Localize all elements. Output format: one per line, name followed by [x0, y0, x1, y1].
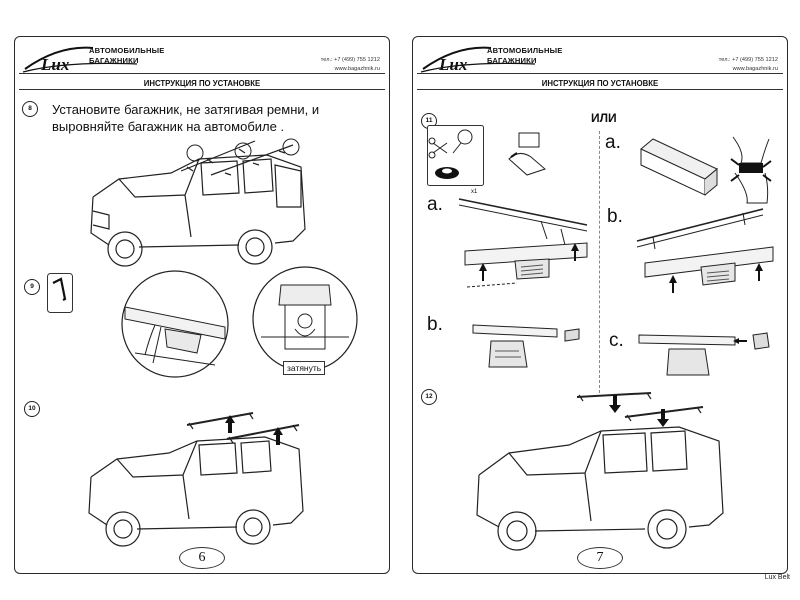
hex-key-icon: [47, 273, 73, 313]
brand-line1: АВТОМОБИЛЬНЫЕ: [89, 46, 165, 55]
step-8-instruction: Установите багажник, не затягивая ремни,…: [52, 101, 319, 135]
header-divider: [19, 73, 385, 74]
rack-fitting-option-b-right: [636, 208, 774, 293]
option-b-right-label: b.: [607, 206, 623, 227]
header-subtitle: ИНСТРУКЦИЯ ПО УСТАНОВКЕ: [541, 79, 659, 88]
step-8-number: 8: [22, 101, 38, 117]
option-a-left-label: a.: [427, 194, 443, 215]
option-a-right-label: a.: [605, 132, 621, 153]
brand-name: АВТОМОБИЛЬНЫЕ БАГАЖНИКИ: [89, 46, 165, 66]
rack-fitting-option-a-left: [458, 198, 588, 288]
option-c-right-label: c.: [609, 330, 624, 351]
step-8-text-line1: Установите багажник, не затягивая ремни,…: [52, 102, 320, 117]
step-12-number: 12: [421, 389, 437, 405]
step-10-number: 10: [24, 401, 40, 417]
car-with-rack-illustration: [90, 138, 306, 267]
page-number-6: 6: [179, 547, 225, 569]
rack-fitting-option-b-left: [472, 324, 580, 368]
or-divider: [599, 131, 600, 393]
brand-line2: БАГАЖНИКИ: [487, 56, 537, 65]
brand-line1: АВТОМОБИЛЬНЫЕ: [487, 46, 563, 55]
tighten-label: затянуть: [283, 361, 326, 375]
header-divider-bottom: [417, 89, 783, 90]
header-divider-bottom: [19, 89, 385, 90]
contacts: тел.: +7 (499) 755 1212 www.bagazhnik.ru: [321, 56, 380, 74]
hand-strip-tape-illustration: [508, 132, 546, 176]
website-link[interactable]: www.bagazhnik.ru: [732, 66, 778, 72]
hand-clamp-illustration: [730, 136, 772, 204]
phone-text: тел.: +7 (499) 755 1212: [718, 57, 778, 63]
car-rack-mounted-illustration: [88, 412, 304, 547]
page-header: Lux АВТОМОБИЛЬНЫЕ БАГАЖНИКИ тел.: +7 (49…: [15, 37, 389, 92]
option-b-left-label: b.: [427, 314, 443, 335]
header-subtitle: ИНСТРУКЦИЯ ПО УСТАНОВКЕ: [143, 79, 261, 88]
step-8-text-line2: выровняйте багажник на автомобиле .: [52, 119, 285, 134]
tools-kit-box: [427, 125, 484, 186]
tighten-detail-circle: [252, 266, 358, 372]
footer-text: Lux Belt: [764, 574, 790, 581]
header-divider: [417, 73, 783, 74]
brand-name: АВТОМОБИЛЬНЫЕ БАГАЖНИКИ: [487, 46, 563, 66]
brand-line2: БАГАЖНИКИ: [89, 56, 139, 65]
lux-logo: Lux: [420, 46, 536, 74]
right-page: Lux АВТОМОБИЛЬНЫЕ БАГАЖНИКИ тел.: +7 (49…: [412, 36, 788, 574]
rack-fitting-option-c-right: [638, 332, 770, 376]
logo-text: Lux: [438, 55, 468, 74]
rack-clamp-detail-circle: [121, 270, 229, 378]
phone-text: тел.: +7 (499) 755 1212: [320, 57, 380, 63]
or-label: ИЛИ: [591, 111, 617, 125]
step-9-number: 9: [24, 279, 40, 295]
rack-profile-option-a-right: [640, 138, 718, 196]
website-link[interactable]: www.bagazhnik.ru: [334, 66, 380, 72]
page-header: Lux АВТОМОБИЛЬНЫЕ БАГАЖНИКИ тел.: +7 (49…: [413, 37, 787, 92]
left-page: Lux АВТОМОБИЛЬНЫЕ БАГАЖНИКИ тел.: +7 (49…: [14, 36, 390, 574]
logo-text: Lux: [40, 55, 70, 74]
contacts: тел.: +7 (499) 755 1212 www.bagazhnik.ru: [719, 56, 778, 74]
car-rack-installed-illustration: [476, 392, 724, 551]
tools-quantity: x1: [471, 189, 478, 195]
lux-logo: Lux: [22, 46, 138, 74]
page-number-7: 7: [577, 547, 623, 569]
